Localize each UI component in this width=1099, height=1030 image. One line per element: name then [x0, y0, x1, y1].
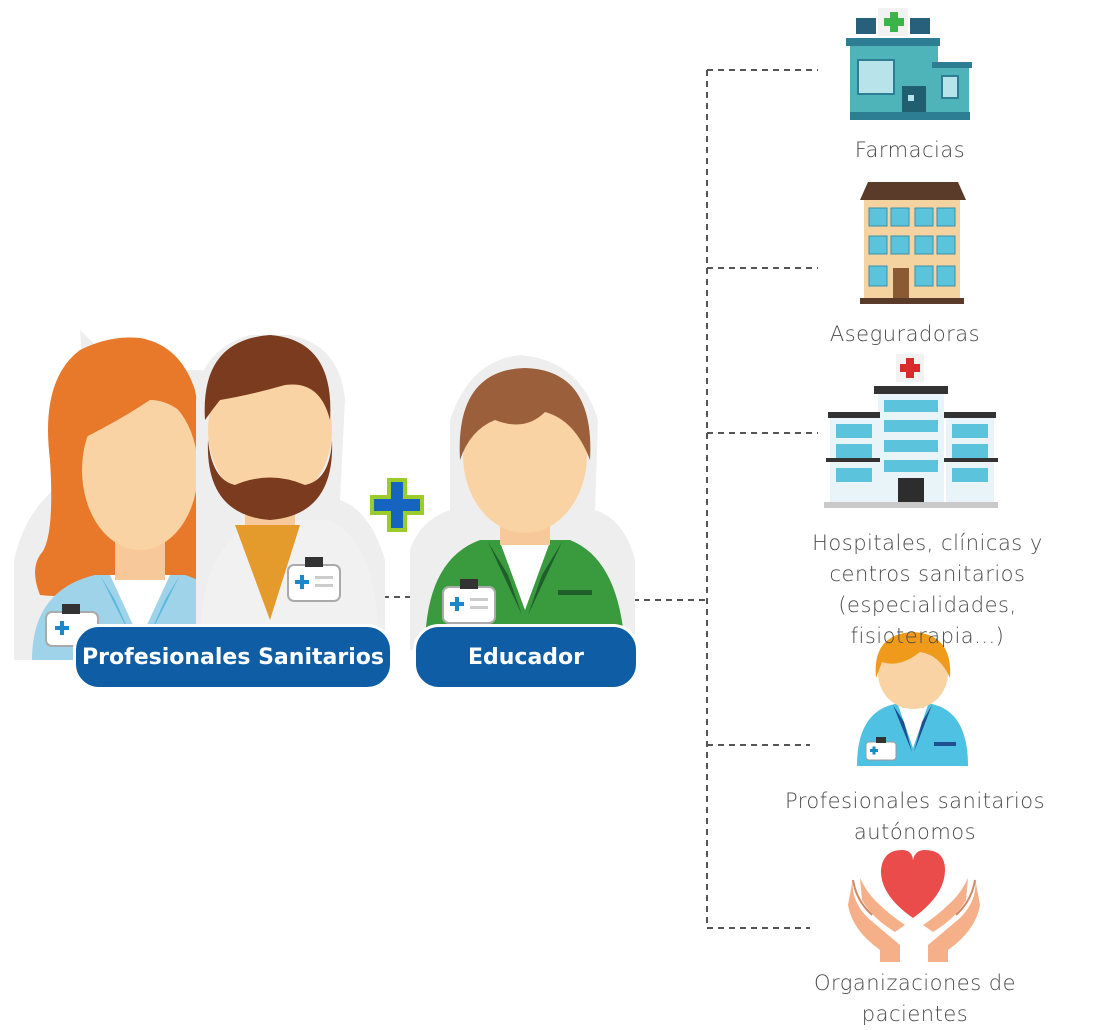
- male-professional-icon: [196, 335, 385, 640]
- professionals-pill: Profesionales Sanitarios: [73, 624, 393, 690]
- educator-pill: Educador: [413, 624, 639, 690]
- label-line: Farmacias: [854, 138, 966, 162]
- label-line: Organizaciones de: [813, 971, 1017, 995]
- label-line: Hospitales, clínicas y: [812, 531, 1043, 555]
- label-line: Profesionales sanitarios: [784, 789, 1046, 813]
- female-professional-icon: [14, 330, 252, 660]
- professionals-label: Profesionales Sanitarios: [82, 644, 384, 670]
- label-aseguradoras: Aseguradoras: [775, 319, 1035, 350]
- label-line: Aseguradoras: [829, 322, 981, 346]
- heart-hands-icon: [848, 850, 980, 962]
- label-line: (especialidades, fisioterapia...): [838, 593, 1017, 648]
- insurer-building-icon: [860, 182, 966, 304]
- pharmacy-icon: [846, 8, 972, 120]
- label-organizaciones: Organizaciones de pacientes: [790, 968, 1040, 1030]
- label-line: pacientes: [861, 1002, 969, 1026]
- plus-icon: [370, 478, 424, 532]
- educator-icon: [410, 355, 635, 650]
- label-line: centros sanitarios: [829, 562, 1026, 586]
- label-line: autónomos: [853, 820, 977, 844]
- label-hospitales: Hospitales, clínicas y centros sanitario…: [770, 528, 1085, 652]
- label-autonomos: Profesionales sanitarios autónomos: [770, 786, 1060, 848]
- hospital-icon: [824, 354, 998, 508]
- educator-label: Educador: [467, 644, 585, 670]
- nurse-icon: [857, 632, 968, 766]
- label-farmacias: Farmacias: [780, 135, 1040, 166]
